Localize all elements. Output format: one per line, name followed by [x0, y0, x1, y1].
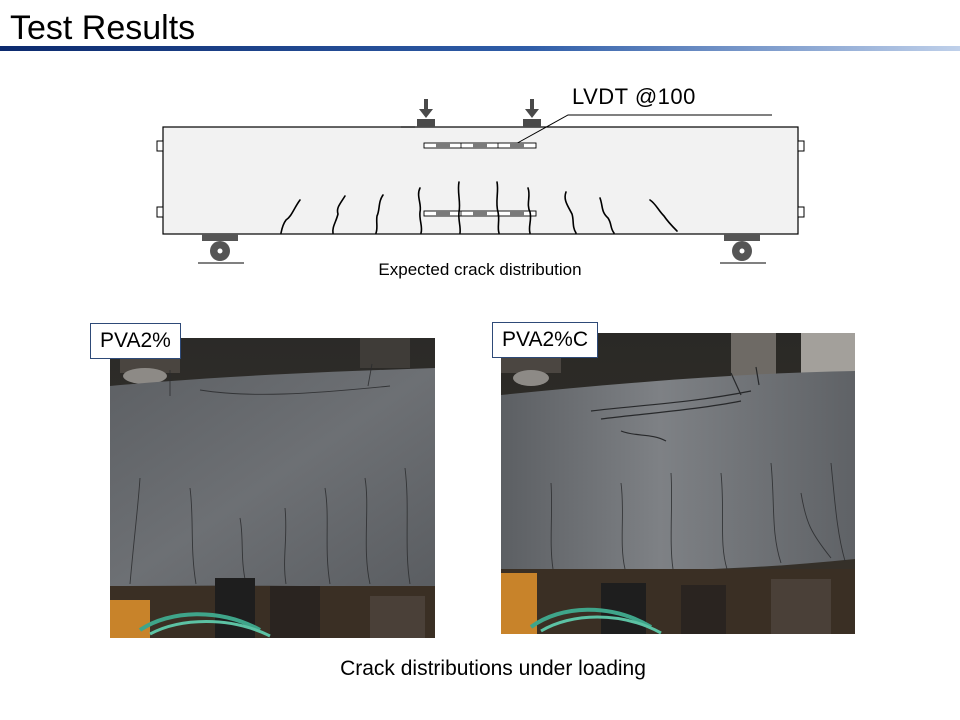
lvdt-leader-line [511, 114, 772, 147]
support-roller-right-icon [720, 234, 766, 264]
beam-diagram: LVDT @100 Expected crack distribution [140, 80, 820, 280]
beam-end-tab [156, 140, 164, 152]
beam-end-tab [797, 206, 805, 218]
photo-pva2c-beam-test [501, 333, 855, 634]
beam-end-tab [797, 140, 805, 152]
photo-pva2-beam-test [110, 338, 435, 638]
bottom-caption: Crack distributions under loading [340, 657, 646, 680]
lvdt-label: LVDT @100 [572, 84, 696, 109]
photo-label-pva2c: PVA2%C [492, 322, 598, 358]
beam-drawing [156, 99, 805, 264]
lvdt-lower-row [423, 210, 537, 217]
photo-label-pva2: PVA2% [90, 323, 181, 359]
expected-cracks [280, 181, 678, 234]
title-underline-bar [0, 46, 960, 51]
load-arrow-right-icon [523, 99, 541, 127]
beam-end-tab [156, 206, 164, 218]
load-arrow-left-icon [417, 99, 435, 127]
support-roller-left-icon [198, 234, 244, 264]
lvdt-upper-row [423, 142, 537, 149]
diagram-caption: Expected crack distribution [378, 260, 582, 279]
slide-title: Test Results [10, 9, 196, 47]
